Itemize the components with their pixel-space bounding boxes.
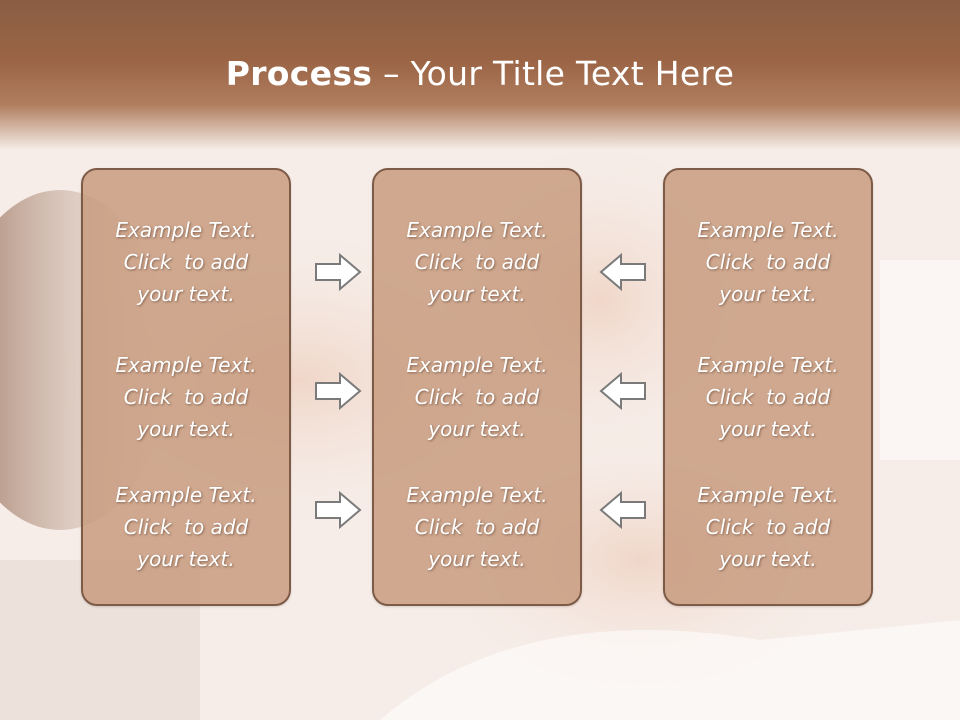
text-line: Click to add [414,385,540,409]
text-block[interactable]: Example Text. Click to add your text. [374,479,580,575]
text-line: your text. [137,282,235,306]
arrow-right-icon[interactable] [314,252,364,292]
title-rest: – Your Title Text Here [372,54,735,93]
title-bold: Process [225,54,373,93]
text-line: your text. [137,417,235,441]
text-line: Click to add [123,385,249,409]
text-line: your text. [428,547,526,571]
arrow-left-icon[interactable] [597,490,647,530]
text-line: Click to add [705,385,831,409]
slide-title[interactable]: Process – Your Title Text Here [0,52,960,96]
text-line: Example Text. [697,483,839,507]
text-line: your text. [428,417,526,441]
text-line: Example Text. [115,218,257,242]
text-block[interactable]: Example Text. Click to add your text. [374,214,580,310]
text-line: Example Text. [697,353,839,377]
text-block[interactable]: Example Text. Click to add your text. [83,479,289,575]
left-text-box[interactable]: Example Text. Click to add your text. Ex… [81,168,291,606]
text-block[interactable]: Example Text. Click to add your text. [83,214,289,310]
text-line: your text. [719,547,817,571]
text-line: your text. [719,417,817,441]
text-line: Example Text. [406,483,548,507]
text-line: Example Text. [697,218,839,242]
text-line: your text. [428,282,526,306]
text-line: Example Text. [406,218,548,242]
text-block[interactable]: Example Text. Click to add your text. [665,479,871,575]
text-line: Click to add [414,515,540,539]
text-block[interactable]: Example Text. Click to add your text. [83,349,289,445]
text-block[interactable]: Example Text. Click to add your text. [374,349,580,445]
center-text-box[interactable]: Example Text. Click to add your text. Ex… [372,168,582,606]
text-line: Click to add [705,515,831,539]
arrow-right-icon[interactable] [314,490,364,530]
text-line: Click to add [705,250,831,274]
text-block[interactable]: Example Text. Click to add your text. [665,349,871,445]
text-line: Example Text. [115,483,257,507]
text-block[interactable]: Example Text. Click to add your text. [665,214,871,310]
text-line: your text. [137,547,235,571]
arrow-left-icon[interactable] [597,371,647,411]
text-line: your text. [719,282,817,306]
right-text-box[interactable]: Example Text. Click to add your text. Ex… [663,168,873,606]
text-line: Example Text. [115,353,257,377]
title-banner [0,0,960,150]
text-line: Example Text. [406,353,548,377]
arrow-right-icon[interactable] [314,371,364,411]
arrow-left-icon[interactable] [597,252,647,292]
text-line: Click to add [123,515,249,539]
text-line: Click to add [414,250,540,274]
text-line: Click to add [123,250,249,274]
